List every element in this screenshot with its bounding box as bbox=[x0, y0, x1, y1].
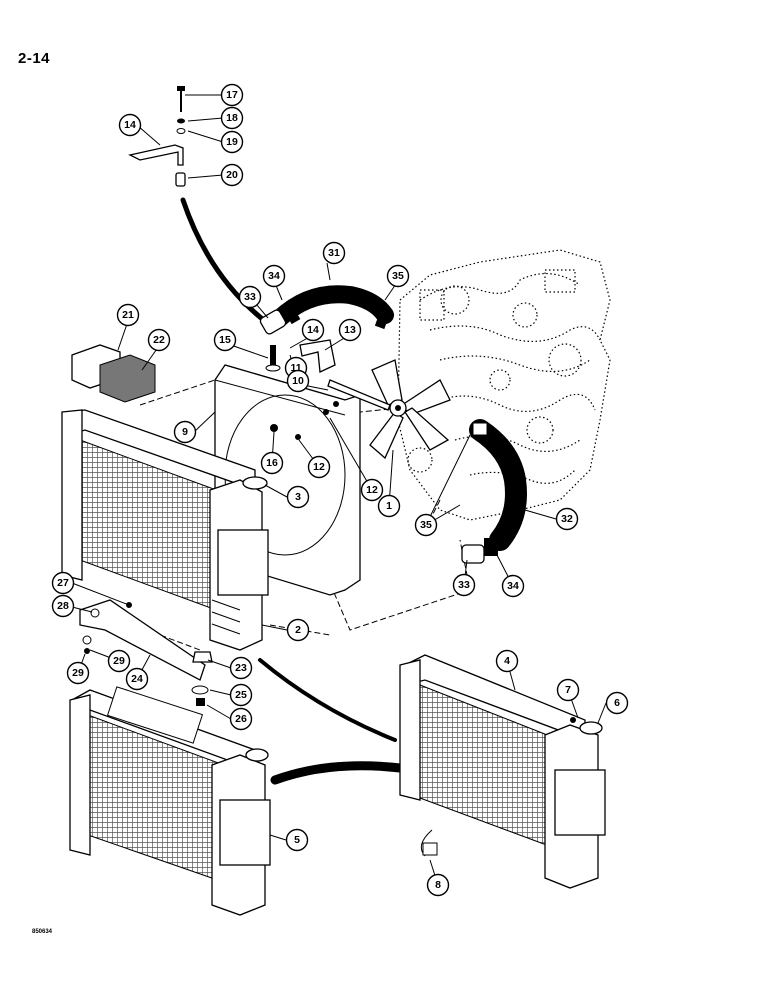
svg-text:3: 3 bbox=[295, 491, 301, 503]
svg-text:6: 6 bbox=[614, 697, 620, 709]
svg-text:34: 34 bbox=[268, 270, 280, 282]
svg-text:35: 35 bbox=[392, 270, 404, 282]
callout-35-upper: 35 bbox=[386, 264, 410, 288]
lower-radiator-hose bbox=[461, 419, 527, 564]
svg-text:7: 7 bbox=[565, 684, 571, 696]
fasteners-18-21 bbox=[175, 86, 186, 187]
svg-text:24: 24 bbox=[131, 673, 143, 685]
svg-text:33: 33 bbox=[244, 291, 256, 303]
callout-1: 1 bbox=[377, 494, 401, 518]
callout-6: 6 bbox=[605, 691, 629, 715]
brackets bbox=[128, 144, 336, 373]
svg-text:17: 17 bbox=[226, 89, 238, 101]
callout-23: 22 bbox=[147, 328, 171, 352]
svg-text:29: 29 bbox=[113, 655, 125, 667]
callout-34-lower: 34 bbox=[501, 574, 525, 598]
callout-35-lower: 35 bbox=[414, 513, 438, 537]
callout-18: 17 bbox=[220, 83, 244, 107]
svg-text:18: 18 bbox=[226, 112, 238, 124]
svg-text:13: 13 bbox=[344, 324, 356, 336]
svg-text:25: 25 bbox=[235, 689, 247, 701]
svg-text:23: 23 bbox=[235, 662, 247, 674]
callout-3: 3 bbox=[286, 485, 310, 509]
callout-4: 4 bbox=[495, 649, 519, 673]
svg-text:32: 32 bbox=[561, 513, 573, 525]
page-number: 2-14 bbox=[18, 50, 51, 67]
svg-text:20: 20 bbox=[226, 169, 238, 181]
callout-14-lower: 13 bbox=[338, 318, 362, 342]
svg-text:34: 34 bbox=[507, 580, 519, 592]
svg-text:14: 14 bbox=[124, 119, 136, 131]
callout-29-right: 29 bbox=[107, 649, 131, 673]
callouts: 17 18 19 20 14 31 34 33 35 21 22 15 14 1… bbox=[51, 83, 629, 897]
callout-19: 18 bbox=[220, 106, 244, 130]
callout-16: 15 bbox=[213, 328, 237, 352]
callout-5: 5 bbox=[285, 828, 309, 852]
callout-14-upper: 14 bbox=[118, 113, 142, 137]
shroud-fasteners bbox=[265, 345, 339, 440]
callout-13: 12 bbox=[307, 455, 331, 479]
radiator-main bbox=[61, 409, 269, 651]
mount-bracket bbox=[79, 599, 213, 706]
hoses bbox=[180, 197, 405, 785]
callout-33-upper: 33 bbox=[238, 285, 262, 309]
cooling-fan bbox=[327, 359, 451, 460]
svg-text:33: 33 bbox=[458, 579, 470, 591]
svg-text:21: 21 bbox=[122, 309, 134, 321]
svg-text:14: 14 bbox=[307, 324, 319, 336]
svg-text:15: 15 bbox=[219, 334, 231, 346]
callout-21: 20 bbox=[220, 163, 244, 187]
callout-22: 21 bbox=[116, 303, 140, 327]
svg-text:10: 10 bbox=[292, 375, 304, 387]
callout-24: 23 bbox=[229, 656, 253, 680]
callout-28: 27 bbox=[51, 571, 75, 595]
callout-34-upper: 34 bbox=[262, 264, 286, 288]
callout-9: 9 bbox=[173, 420, 197, 444]
callout-27: 26 bbox=[229, 707, 253, 731]
svg-text:11: 11 bbox=[290, 362, 301, 374]
radiator-alt-right bbox=[399, 654, 606, 889]
svg-text:35: 35 bbox=[420, 519, 432, 531]
svg-text:28: 28 bbox=[57, 600, 69, 612]
callout-2: 2 bbox=[286, 618, 310, 642]
callout-15: 14 bbox=[301, 318, 325, 342]
callout-17: 16 bbox=[260, 451, 284, 475]
svg-text:22: 22 bbox=[153, 334, 165, 346]
svg-text:2: 2 bbox=[295, 624, 301, 636]
callout-25: 24 bbox=[125, 667, 149, 691]
callout-30: 29 bbox=[66, 661, 90, 685]
callout-12: 12 bbox=[360, 478, 384, 502]
svg-text:4: 4 bbox=[504, 655, 510, 667]
svg-text:12: 12 bbox=[313, 461, 325, 473]
callout-10: 10 bbox=[286, 369, 310, 393]
drawing-code: 850634 bbox=[32, 929, 53, 935]
svg-text:26: 26 bbox=[235, 713, 247, 725]
svg-text:16: 16 bbox=[266, 457, 278, 469]
svg-text:12: 12 bbox=[366, 484, 378, 496]
svg-text:19: 19 bbox=[226, 136, 238, 148]
callout-31: 31 bbox=[322, 241, 346, 265]
svg-text:8: 8 bbox=[435, 879, 441, 891]
callout-32: 32 bbox=[555, 507, 579, 531]
foam-blocks bbox=[71, 344, 156, 403]
svg-text:31: 31 bbox=[328, 247, 340, 259]
callout-26: 25 bbox=[229, 683, 253, 707]
callout-33-lower: 33 bbox=[452, 573, 476, 597]
svg-text:1: 1 bbox=[386, 500, 392, 512]
callout-8: 8 bbox=[426, 873, 450, 897]
callout-29-left: 28 bbox=[51, 594, 75, 618]
radiator-alt-left bbox=[69, 686, 271, 916]
callout-20: 19 bbox=[220, 130, 244, 154]
svg-text:29: 29 bbox=[72, 667, 84, 679]
svg-text:9: 9 bbox=[182, 426, 188, 438]
callout-7: 7 bbox=[556, 678, 580, 702]
svg-text:27: 27 bbox=[57, 577, 69, 589]
upper-radiator-hose bbox=[259, 285, 394, 335]
svg-text:5: 5 bbox=[294, 834, 300, 846]
